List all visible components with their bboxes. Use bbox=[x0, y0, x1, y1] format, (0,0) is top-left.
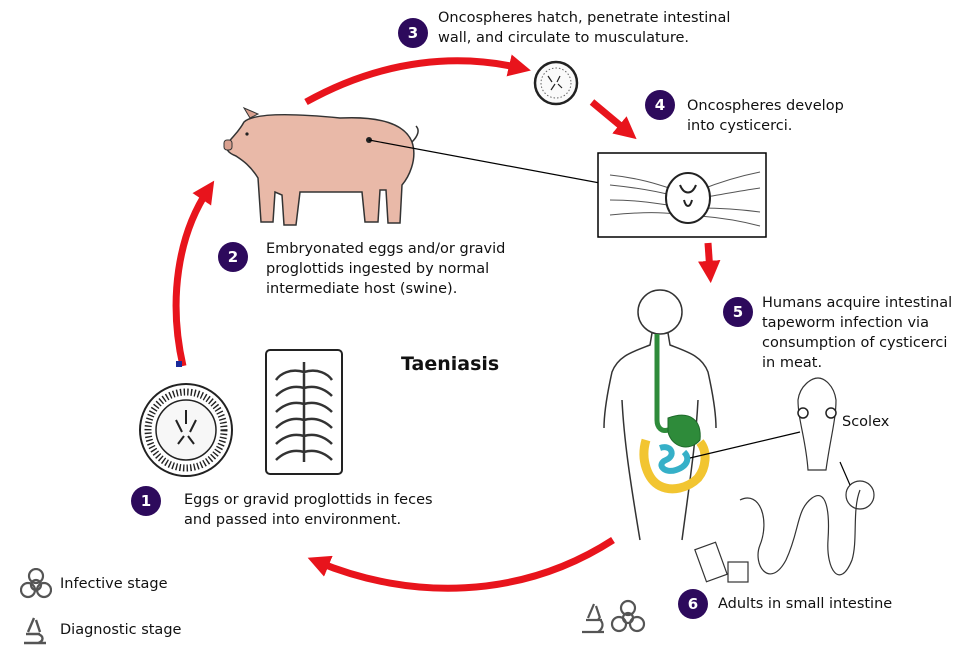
microscope-icon bbox=[582, 604, 604, 632]
biohazard-icon bbox=[20, 568, 52, 600]
scolex-label: Scolex bbox=[842, 412, 889, 432]
biohazard-icon bbox=[612, 601, 644, 631]
diagram-title: Taeniasis bbox=[401, 353, 499, 375]
legend-diagnostic: Diagnostic stage bbox=[20, 614, 181, 646]
arrow-step1-to-step2 bbox=[176, 190, 208, 366]
arrow-step2-to-step3 bbox=[306, 61, 520, 102]
adult-tapeworm-illustration bbox=[695, 462, 874, 582]
microscope-icon bbox=[20, 614, 52, 646]
small-blue-marker bbox=[176, 361, 182, 367]
legend-infective: Infective stage bbox=[20, 568, 168, 600]
step-1-badge: 1 bbox=[131, 486, 161, 516]
step-3-badge: 3 bbox=[398, 18, 428, 48]
legend-infective-label: Infective stage bbox=[60, 576, 168, 592]
cysticercus-muscle-box bbox=[598, 153, 766, 237]
scolex-illustration bbox=[798, 378, 836, 470]
step-4-badge: 4 bbox=[645, 90, 675, 120]
gravid-proglottid-illustration bbox=[266, 350, 342, 474]
arrow-step4-to-step5 bbox=[708, 243, 710, 272]
pig-illustration bbox=[224, 108, 418, 225]
arrow-step6-to-step1 bbox=[318, 540, 613, 588]
step-2-badge: 2 bbox=[218, 242, 248, 272]
legend-diagnostic-label: Diagnostic stage bbox=[60, 622, 181, 638]
step-5-badge: 5 bbox=[723, 297, 753, 327]
egg-illustration bbox=[140, 384, 232, 476]
step-6-badge: 6 bbox=[678, 589, 708, 619]
arrow-step3-to-step4 bbox=[592, 102, 628, 132]
human-figure bbox=[604, 290, 716, 540]
step-6-text: Adults in small intestine bbox=[718, 594, 892, 614]
oncosphere-illustration bbox=[535, 62, 577, 104]
